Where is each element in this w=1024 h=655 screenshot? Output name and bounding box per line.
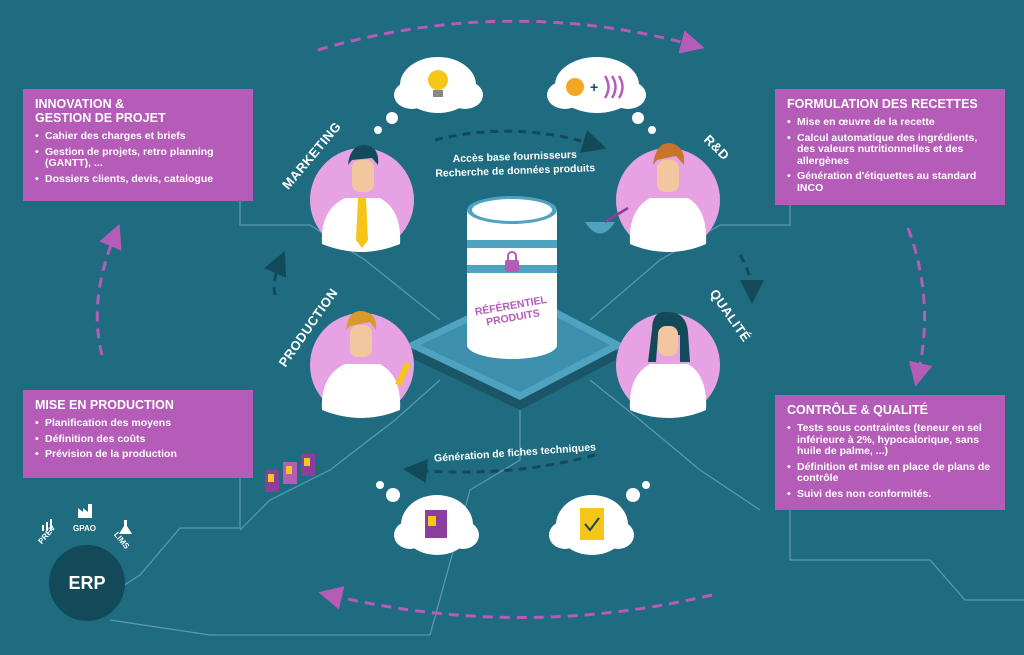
person-marketing [310, 145, 414, 252]
cycle-arrow-top [317, 19, 705, 54]
box-title-line1: INNOVATION & [35, 97, 125, 111]
list-item: Cahier des charges et briefs [35, 130, 243, 143]
connector-lines [84, 200, 1024, 636]
person-rd [585, 142, 720, 252]
box-list: Tests sous contraintes (teneur en sel in… [787, 422, 995, 501]
database-icon [467, 196, 557, 359]
cycle-arrow-bottom [318, 586, 713, 619]
factory-icon [78, 504, 92, 518]
fruit-icon: + [566, 75, 624, 99]
list-item: Définition des coûts [35, 433, 243, 446]
list-item: Génération d'étiquettes au standard INCO [787, 170, 995, 194]
box-list: Mise en œuvre de la recette Calcul autom… [787, 116, 995, 194]
list-item: Définition et mise en place de plans de … [787, 461, 995, 485]
flow-arrow-bottom [403, 453, 596, 483]
box-controle: CONTRÔLE & QUALITÉ Tests sous contrainte… [775, 395, 1005, 510]
cycle-arrow-left [95, 223, 122, 356]
svg-text:+: + [590, 79, 598, 95]
person-production [310, 310, 414, 418]
cloud-rd [547, 57, 656, 134]
cloud-marketing [374, 57, 483, 134]
list-item: Calcul automatique des ingrédients, des … [787, 132, 995, 168]
cycle-arrow-right [906, 227, 933, 387]
box-title-line2: GESTION DE PROJET [35, 111, 166, 125]
box-title: MISE EN PRODUCTION [35, 398, 174, 412]
list-item: Planification des moyens [35, 417, 243, 430]
box-title: INNOVATION &GESTION DE PROJET [35, 97, 243, 125]
list-item: Gestion de projets, retro planning (GANT… [35, 146, 243, 170]
flow-arrow-left [264, 251, 287, 296]
box-list: Planification des moyens Définition des … [35, 417, 243, 461]
bar-chart-icon [42, 519, 52, 531]
flask-icon [119, 520, 132, 534]
product-boxes-icon [265, 454, 315, 492]
box-title: FORMULATION DES RECETTES [787, 97, 978, 111]
document-check-icon [580, 508, 604, 540]
box-innovation: INNOVATION &GESTION DE PROJET Cahier des… [23, 89, 253, 201]
erp-module-gpao: GPAO [73, 524, 96, 533]
list-item: Suivi des non conformités. [787, 488, 995, 501]
box-list: Cahier des charges et briefs Gestion de … [35, 130, 243, 186]
lock-icon [505, 251, 519, 272]
flow-arrow-right [738, 254, 764, 304]
box-icon [425, 510, 447, 538]
list-item: Mise en œuvre de la recette [787, 116, 995, 129]
lightbulb-icon [428, 70, 448, 97]
box-production: MISE EN PRODUCTION Planification des moy… [23, 390, 253, 478]
list-item: Prévision de la production [35, 448, 243, 461]
flow-arrow-top [434, 129, 607, 153]
list-item: Dossiers clients, devis, catalogue [35, 173, 243, 186]
box-formulation: FORMULATION DES RECETTES Mise en œuvre d… [775, 89, 1005, 205]
person-qualite [616, 311, 720, 418]
box-title: CONTRÔLE & QUALITÉ [787, 403, 928, 417]
erp-circle: ERP [49, 545, 125, 621]
list-item: Tests sous contraintes (teneur en sel in… [787, 422, 995, 458]
